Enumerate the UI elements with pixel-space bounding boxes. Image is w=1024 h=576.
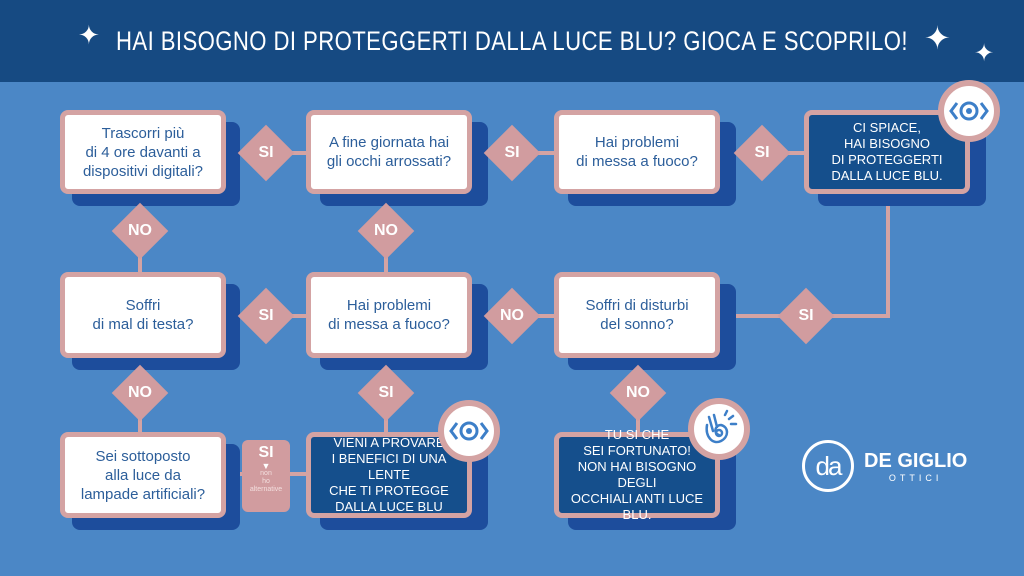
eye-icon	[938, 80, 1000, 142]
result-box-lucky: TU SI CHE SEI FORTUNATO! NON HAI BISOGNO…	[554, 427, 720, 522]
yes-label: SI	[798, 307, 814, 324]
question-box-sleep: Soffri di disturbi del sonno?	[554, 272, 720, 358]
header-banner	[0, 0, 1024, 82]
yes-no-alternative-tag: SI ▼ non ho alternative	[242, 440, 290, 512]
no-label: NO	[500, 307, 524, 324]
yes-label: SI	[258, 144, 274, 161]
tag-label: SI	[258, 444, 274, 461]
ok-hand-icon	[688, 398, 750, 460]
yes-label: SI	[258, 307, 274, 324]
sparkle-icon: ✦	[78, 20, 100, 50]
yes-label: SI	[378, 384, 394, 401]
no-label: NO	[128, 384, 152, 401]
sparkle-icon: ✦	[924, 20, 951, 56]
question-box-screen-time: Trascorri più di 4 ore davanti a disposi…	[60, 110, 226, 194]
no-label: NO	[128, 222, 152, 239]
logo-sub: OTTICI	[888, 472, 943, 483]
question-box-headache: Soffri di mal di testa?	[60, 272, 226, 358]
sparkle-icon: ✦	[974, 40, 995, 67]
question-box-red-eyes: A fine giornata hai gli occhi arrossati?	[306, 110, 472, 194]
no-label: NO	[374, 222, 398, 239]
no-label: NO	[626, 384, 650, 401]
question-box-focus-1: Hai problemi di messa a fuoco?	[554, 110, 720, 194]
question-box-focus-2: Hai problemi di messa a fuoco?	[306, 272, 472, 358]
question-box-artificial-light: Sei sottoposto alla luce da lampade arti…	[60, 432, 226, 518]
page-title: HAI BISOGNO DI PROTEGGERTI DALLA LUCE BL…	[116, 26, 908, 56]
brand-logo: da DE GIGLIO OTTICI	[802, 440, 967, 492]
logo-mark: da	[802, 440, 854, 492]
eye-icon	[438, 400, 500, 462]
yes-label: SI	[504, 144, 520, 161]
arrow-down-icon: ▼	[261, 461, 271, 471]
tag-note: non ho alternative	[249, 470, 283, 493]
logo-name: DE GIGLIO	[864, 449, 968, 472]
yes-label: SI	[754, 144, 770, 161]
